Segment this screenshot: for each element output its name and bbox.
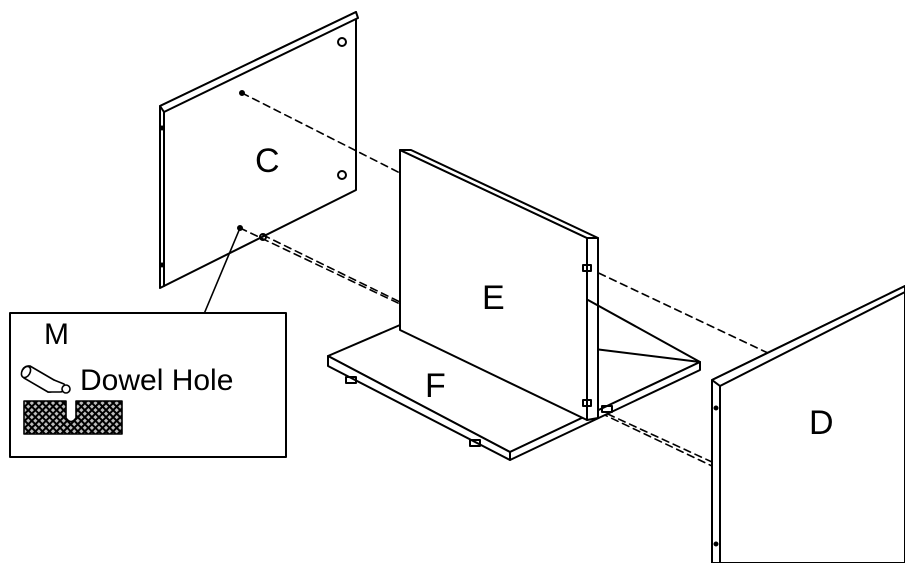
panel-d — [711, 285, 905, 563]
alignment-lines — [239, 92, 771, 467]
panel-f-label: F — [425, 367, 446, 405]
panel-e-label: E — [482, 279, 505, 317]
panel-c-label: C — [255, 142, 280, 180]
panel-d-label: D — [809, 404, 834, 442]
dowel-hole-caption: Dowel Hole — [80, 364, 234, 397]
panel-e — [399, 149, 701, 421]
callout-leader — [203, 227, 241, 315]
dowel-icon — [20, 365, 71, 394]
dowel-hole-section-icon — [23, 400, 123, 435]
part-code-label: M — [44, 318, 69, 351]
panel-c — [159, 11, 359, 289]
